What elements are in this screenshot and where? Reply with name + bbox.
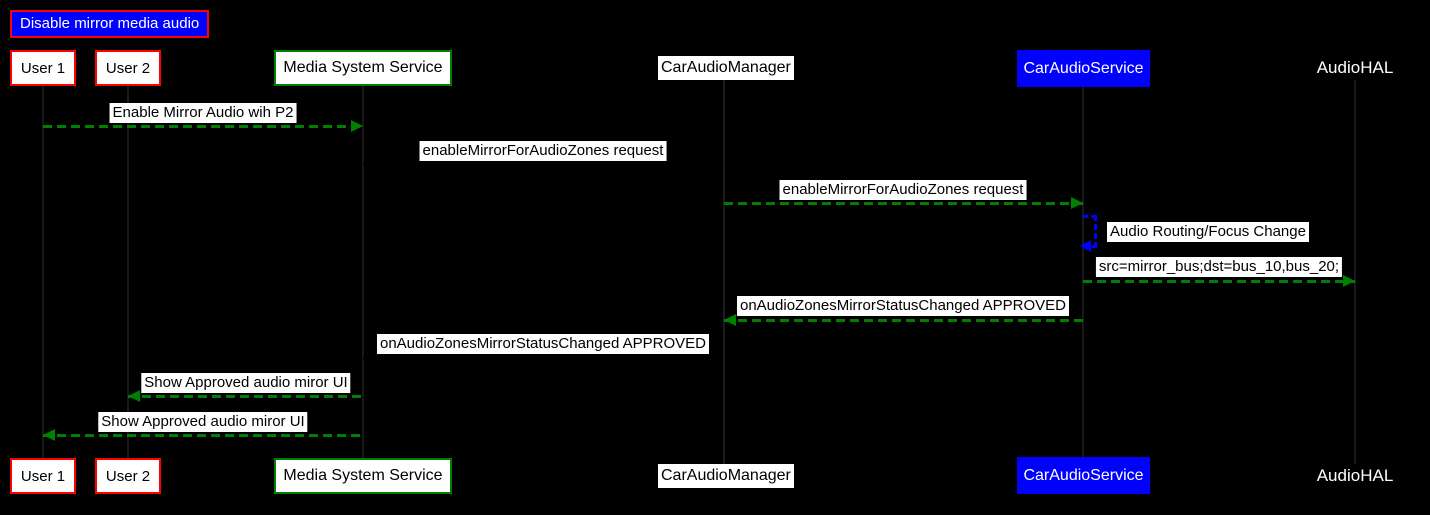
participant-car-audio-service-bottom: CarAudioService [1017,457,1150,494]
lifeline-user1 [42,86,44,458]
participant-audio-hal-bottom: AudioHAL [1316,466,1394,485]
participant-user2-top: User 2 [95,50,161,86]
arrowhead-right-icon [712,158,724,170]
participant-user1-top: User 1 [10,50,76,86]
message-label: onAudioZonesMirrorStatusChanged APPROVED [376,334,710,354]
message-label: src=mirror_bus;dst=bus_10,bus_20; [1095,257,1343,277]
message-arrow [43,125,363,128]
lifeline-car-audio-service [1082,87,1084,457]
participant-media-system-service-top: Media System Service [274,50,452,86]
participant-car-audio-manager-top: CarAudioManager [658,56,794,80]
participant-media-system-service-bottom: Media System Service [274,458,452,494]
arrowhead-left-icon [43,429,55,441]
arrowhead-right-icon [1343,275,1355,287]
message-label: Show Approved audio miror UI [98,412,308,432]
message-label: Show Approved audio miror UI [141,373,351,393]
message-label: onAudioZonesMirrorStatusChanged APPROVED [736,296,1070,316]
message-label: Enable Mirror Audio wih P2 [109,103,297,123]
message-arrow [724,319,1083,322]
message-arrow [363,163,724,166]
participant-user2-bottom: User 2 [95,458,161,494]
arrowhead-right-icon [1071,197,1083,209]
participant-car-audio-service-top: CarAudioService [1017,50,1150,87]
lifeline-user2 [127,86,129,458]
message-arrow [1083,280,1355,283]
arrowhead-left-icon [724,314,736,326]
arrowhead-right-icon [351,120,363,132]
message-arrow [724,202,1083,205]
lifeline-car-audio-manager [723,80,725,464]
participant-car-audio-manager-bottom: CarAudioManager [658,464,794,488]
lifeline-media-system-service [362,86,364,458]
arrowhead-left-icon [363,352,375,364]
arrowhead-left-icon [1080,240,1091,252]
message-label: enableMirrorForAudioZones request [419,141,667,161]
participant-user1-bottom: User 1 [10,458,76,494]
message-arrow [43,434,363,437]
diagram-title: Disable mirror media audio [10,10,210,38]
lifeline-audio-hal [1354,80,1356,464]
message-label: enableMirrorForAudioZones request [779,180,1027,200]
message-arrow [128,395,363,398]
message-label: Audio Routing/Focus Change [1107,222,1309,242]
message-arrow [363,357,724,360]
arrowhead-left-icon [128,390,140,402]
participant-audio-hal-top: AudioHAL [1316,58,1394,77]
